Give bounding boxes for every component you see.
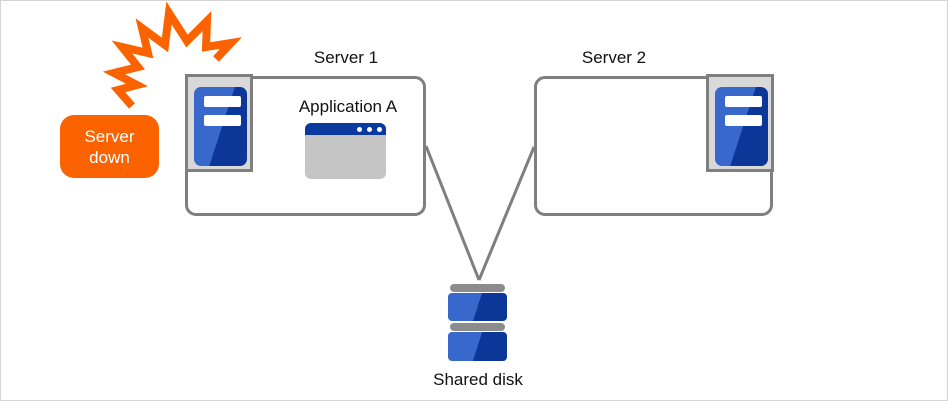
disk-cap [450,323,505,331]
window-titlebar [305,123,386,135]
server-down-line1: Server [84,126,135,146]
server-tower-icon [194,87,247,166]
tower-slot [204,115,241,126]
window-dot-icon [357,127,362,132]
disk-platter [448,293,507,321]
shared-disk-label: Shared disk [433,370,523,389]
connector-server1-disk [424,145,481,281]
shared-disk-icon [448,284,507,362]
tower-slot [725,96,762,107]
tower-slot [725,115,762,126]
server2-tower-frame [706,74,774,172]
server-down-line2: down [89,147,130,167]
disk-cap [450,284,505,292]
server2-label: Server 2 [581,48,647,67]
application-window-icon [305,123,386,179]
application-a-label: Application A [298,97,398,116]
disk-platter [448,332,507,361]
connector-server2-disk [477,146,536,281]
server-tower-icon [715,87,768,166]
explosion-burst-icon [102,1,242,109]
window-dot-icon [377,127,382,132]
window-dot-icon [367,127,372,132]
server1-tower-frame [185,74,253,172]
server-down-badge: Server down [60,115,159,178]
tower-slot [204,96,241,107]
server1-label: Server 1 [313,48,379,67]
